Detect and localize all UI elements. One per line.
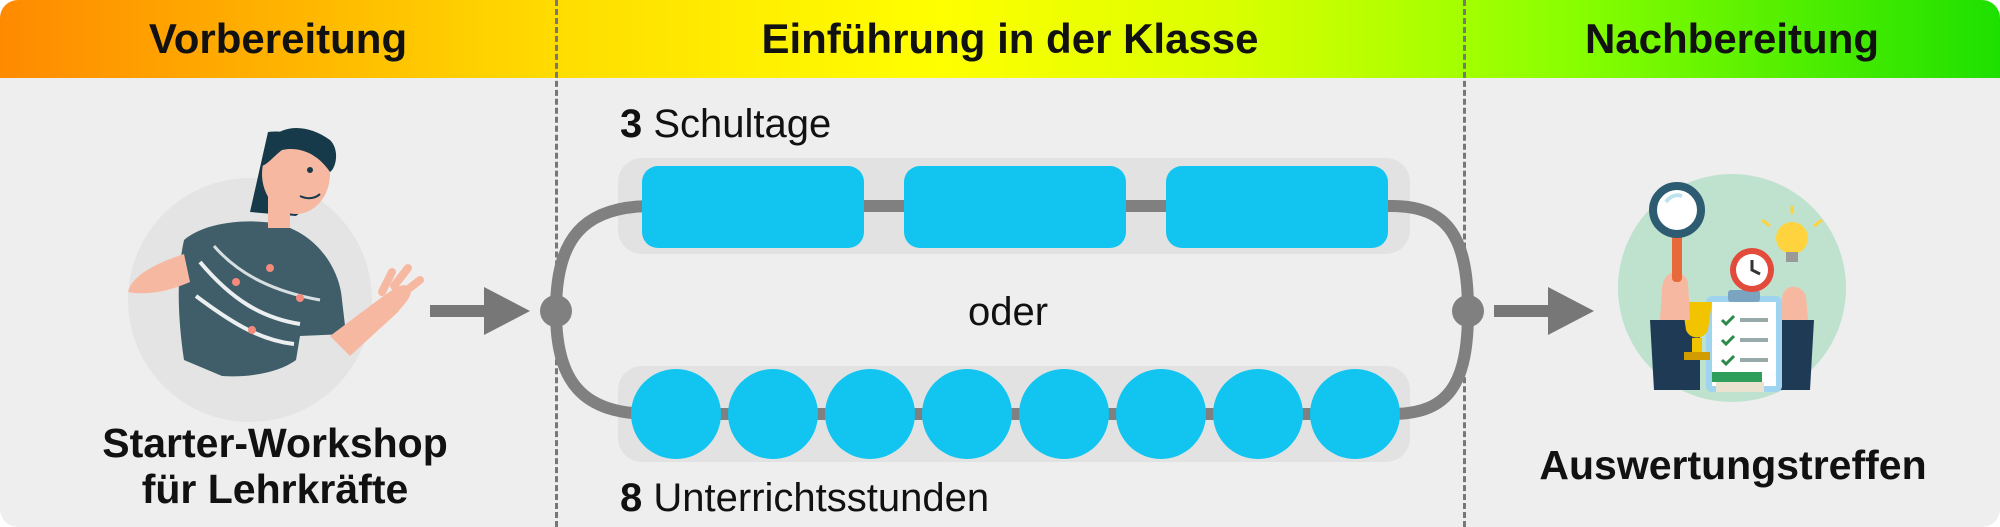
lesson-circle	[1116, 369, 1206, 459]
lesson-circle	[922, 369, 1012, 459]
workshop-caption: Starter-Workshop für Lehrkräfte	[0, 420, 550, 512]
arrow-to-followup	[1494, 287, 1594, 335]
school-day-block	[1166, 166, 1388, 248]
workshop-caption-line1: Starter-Workshop	[102, 420, 448, 466]
evaluation-icon	[1618, 174, 1846, 402]
evaluation-caption: Auswertungstreffen	[1539, 442, 1927, 488]
lesson-circle	[728, 369, 818, 459]
phase-label-preparation: Vorbereitung	[148, 15, 408, 62]
lesson-circles	[631, 369, 1400, 459]
bottom-option-count: 8	[620, 476, 643, 520]
bottom-option-unit: Unterrichtsstunden	[653, 476, 990, 520]
lesson-circle	[1310, 369, 1400, 459]
top-option-unit: Schultage	[653, 102, 832, 146]
top-option-count: 3	[620, 102, 643, 146]
school-day-block	[904, 166, 1126, 248]
teacher-icon	[128, 127, 424, 422]
or-label: oder	[968, 290, 1049, 334]
track-node-right	[1452, 295, 1484, 327]
school-day-blocks	[642, 166, 1388, 248]
lesson-circle	[631, 369, 721, 459]
school-day-block	[642, 166, 864, 248]
phase-label-followup: Nachbereitung	[1584, 15, 1880, 62]
lesson-circle	[825, 369, 915, 459]
lesson-circle	[1019, 369, 1109, 459]
top-option-label: 3 Schultage	[620, 102, 831, 147]
track-node-left	[540, 295, 572, 327]
lesson-circle	[1213, 369, 1303, 459]
workshop-caption-line2: für Lehrkräfte	[141, 466, 409, 512]
phase-header-bar	[0, 0, 2000, 78]
phase-label-introduction: Einführung in der Klasse	[761, 15, 1259, 62]
arrow-to-introduction	[430, 287, 530, 335]
bottom-option-label: 8 Unterrichtsstunden	[620, 476, 989, 521]
